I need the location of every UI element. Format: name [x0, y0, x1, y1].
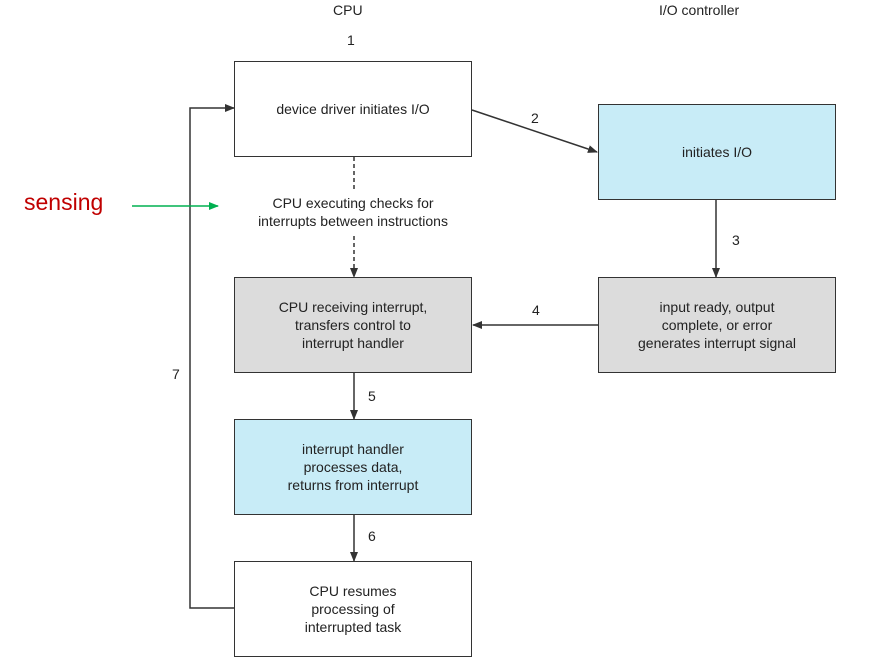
cpu-resumes-box: CPU resumes processing of interrupted ta…	[234, 561, 472, 657]
cpu-column-header: CPU	[333, 2, 363, 18]
interrupt-handler-text: interrupt handler processes data, return…	[287, 441, 419, 493]
initiates-io-box: initiates I/O	[598, 104, 836, 200]
step-number-3: 3	[732, 232, 740, 248]
step-number-7: 7	[172, 366, 180, 382]
input-ready-box: input ready, output complete, or error g…	[598, 277, 836, 373]
step-number-2: 2	[531, 110, 539, 126]
sensing-label: sensing	[24, 189, 104, 215]
arrow-step-7-loop	[189, 104, 235, 609]
cpu-checking-interrupts-text: CPU executing checks for interrupts betw…	[258, 195, 448, 229]
cpu-receiving-interrupt-text: CPU receiving interrupt, transfers contr…	[278, 299, 428, 351]
initiates-io-text: initiates I/O	[681, 144, 753, 160]
interrupt-handler-box: interrupt handler processes data, return…	[234, 419, 472, 515]
step-number-1: 1	[347, 32, 355, 48]
step-number-4: 4	[532, 302, 540, 318]
arrow-step-2	[471, 109, 598, 153]
step-number-5: 5	[368, 388, 376, 404]
input-ready-text: input ready, output complete, or error g…	[638, 299, 796, 351]
device-driver-text: device driver initiates I/O	[276, 101, 430, 117]
step-number-6: 6	[368, 528, 376, 544]
cpu-resumes-text: CPU resumes processing of interrupted ta…	[304, 583, 402, 635]
device-driver-box: device driver initiates I/O	[234, 61, 472, 157]
cpu-receiving-interrupt-box: CPU receiving interrupt, transfers contr…	[234, 277, 472, 373]
io-controller-column-header: I/O controller	[659, 2, 740, 18]
